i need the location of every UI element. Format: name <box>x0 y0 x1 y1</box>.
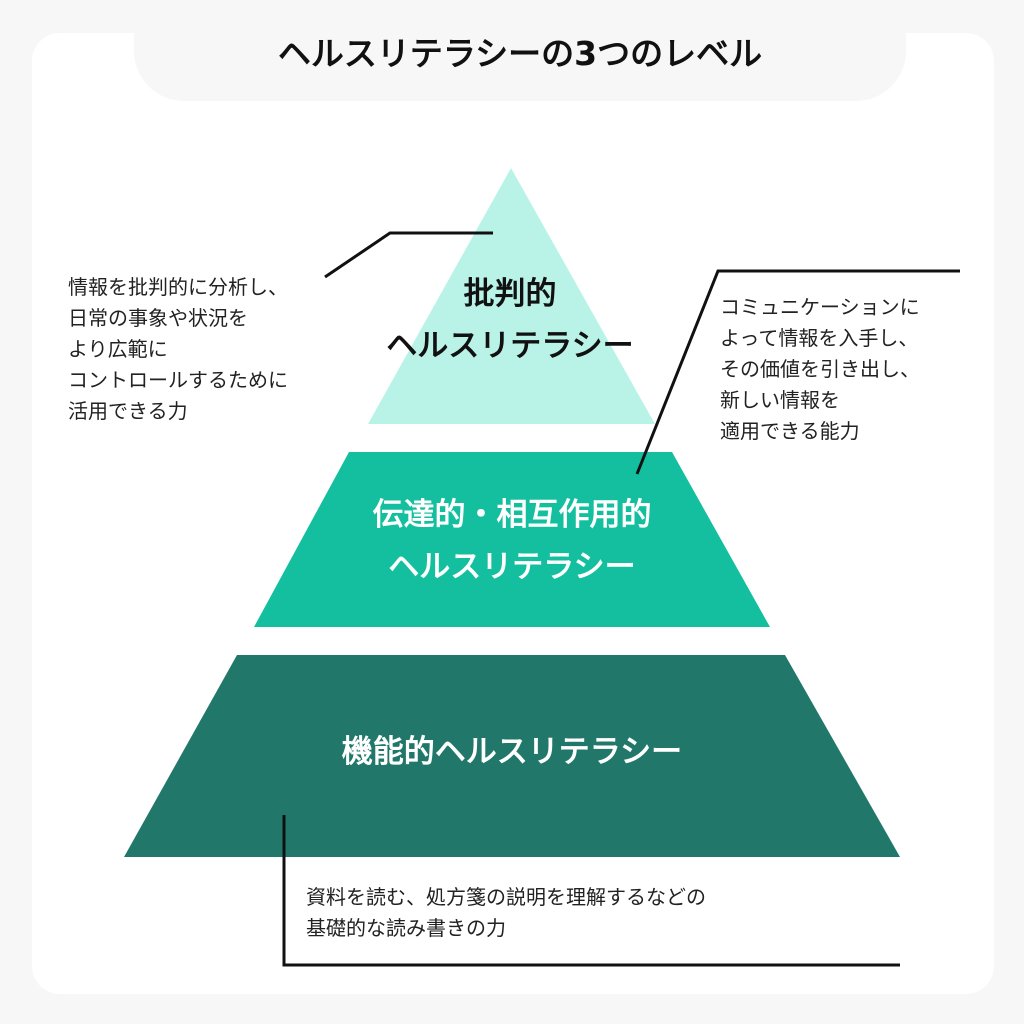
connector-line-functional <box>282 815 900 967</box>
pyramid-level-functional <box>124 655 900 857</box>
pyramid-level-interactive <box>254 452 770 627</box>
level-label-interactive: 伝達的・相互作用的 ヘルスリテラシー <box>312 489 712 593</box>
description-interactive: コミュニケーションに よって情報を入手し、 その価値を引き出し、 新しい情報を … <box>720 295 920 443</box>
level-label-line: 批判的 <box>463 276 557 312</box>
level-label-critical: 批判的 ヘルスリテラシー <box>340 268 680 372</box>
description-functional: 資料を読む、処方箋の説明を理解するなどの 基礎的な読み書きの力 <box>306 885 706 940</box>
connector-line-critical <box>324 231 493 279</box>
level-label-line: ヘルスリテラシー <box>388 549 636 585</box>
pyramid-level-critical <box>368 168 655 424</box>
page-title: ヘルスリテラシーの3つのレベル <box>277 33 763 73</box>
connector-line-interactive <box>635 269 960 475</box>
level-label-line: ヘルスリテラシー <box>386 328 634 364</box>
description-critical: 情報を批判的に分析し、 日常の事象や状況を より広範に コントロールするために … <box>68 275 288 423</box>
level-label-line: 伝達的・相互作用的 <box>372 497 652 533</box>
level-label-line: 機能的ヘルスリテラシー <box>341 734 683 770</box>
title-tab: ヘルスリテラシーの3つのレベル <box>134 0 906 101</box>
level-label-functional: 機能的ヘルスリテラシー <box>262 726 762 778</box>
